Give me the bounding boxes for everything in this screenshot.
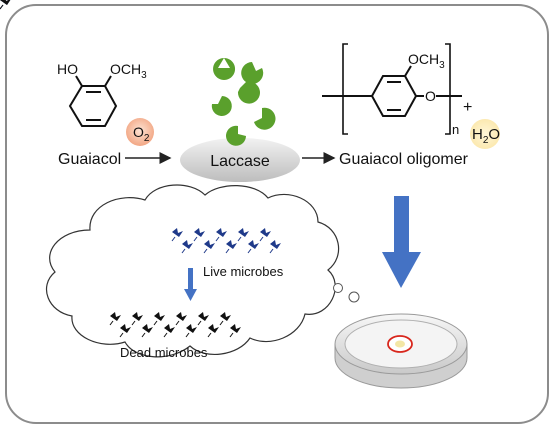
oligomer-structure: OCH3 O n [322, 43, 462, 137]
petri-dish [334, 313, 468, 389]
guaiacol-structure: HO OCH3 [57, 61, 147, 127]
fragment-4 [211, 96, 232, 116]
live-microbes-label: Live microbes [203, 264, 284, 279]
enzyme-fragments [211, 58, 276, 146]
repeat-n-label: n [452, 122, 459, 137]
dead-microbes-label: Dead microbes [120, 345, 208, 360]
oligomer-label: Guaiacol oligomer [339, 151, 469, 168]
down-arrow-to-dish [382, 196, 421, 288]
ether-oxygen-label: O [425, 88, 436, 104]
fragment-3 [237, 81, 260, 104]
plus-sign: + [463, 99, 472, 116]
dead-microbes [0, 0, 242, 338]
oxygen-label: O2 [133, 124, 150, 144]
fragment-2 [241, 62, 264, 84]
hydroxyl-label: HO [57, 61, 78, 77]
methoxy-label: OCH3 [110, 61, 147, 81]
fragment-6 [226, 125, 246, 146]
sample-spot [395, 340, 405, 348]
oxygen-bubble: O2 [126, 118, 154, 146]
laccase-label: Laccase [210, 153, 270, 170]
laccase-enzyme: Laccase [180, 138, 300, 182]
fragment-5 [254, 107, 276, 130]
water-label: H2O [472, 126, 500, 146]
oligomer-methoxy-label: OCH3 [408, 51, 445, 71]
water-bubble: H2O [470, 119, 500, 149]
guaiacol-label: Guaiacol [58, 151, 121, 168]
thought-bubble-2 [348, 291, 360, 303]
thought-bubble-1 [333, 283, 343, 293]
live-to-dead-arrow [184, 268, 197, 301]
fragment-1 [213, 58, 236, 80]
